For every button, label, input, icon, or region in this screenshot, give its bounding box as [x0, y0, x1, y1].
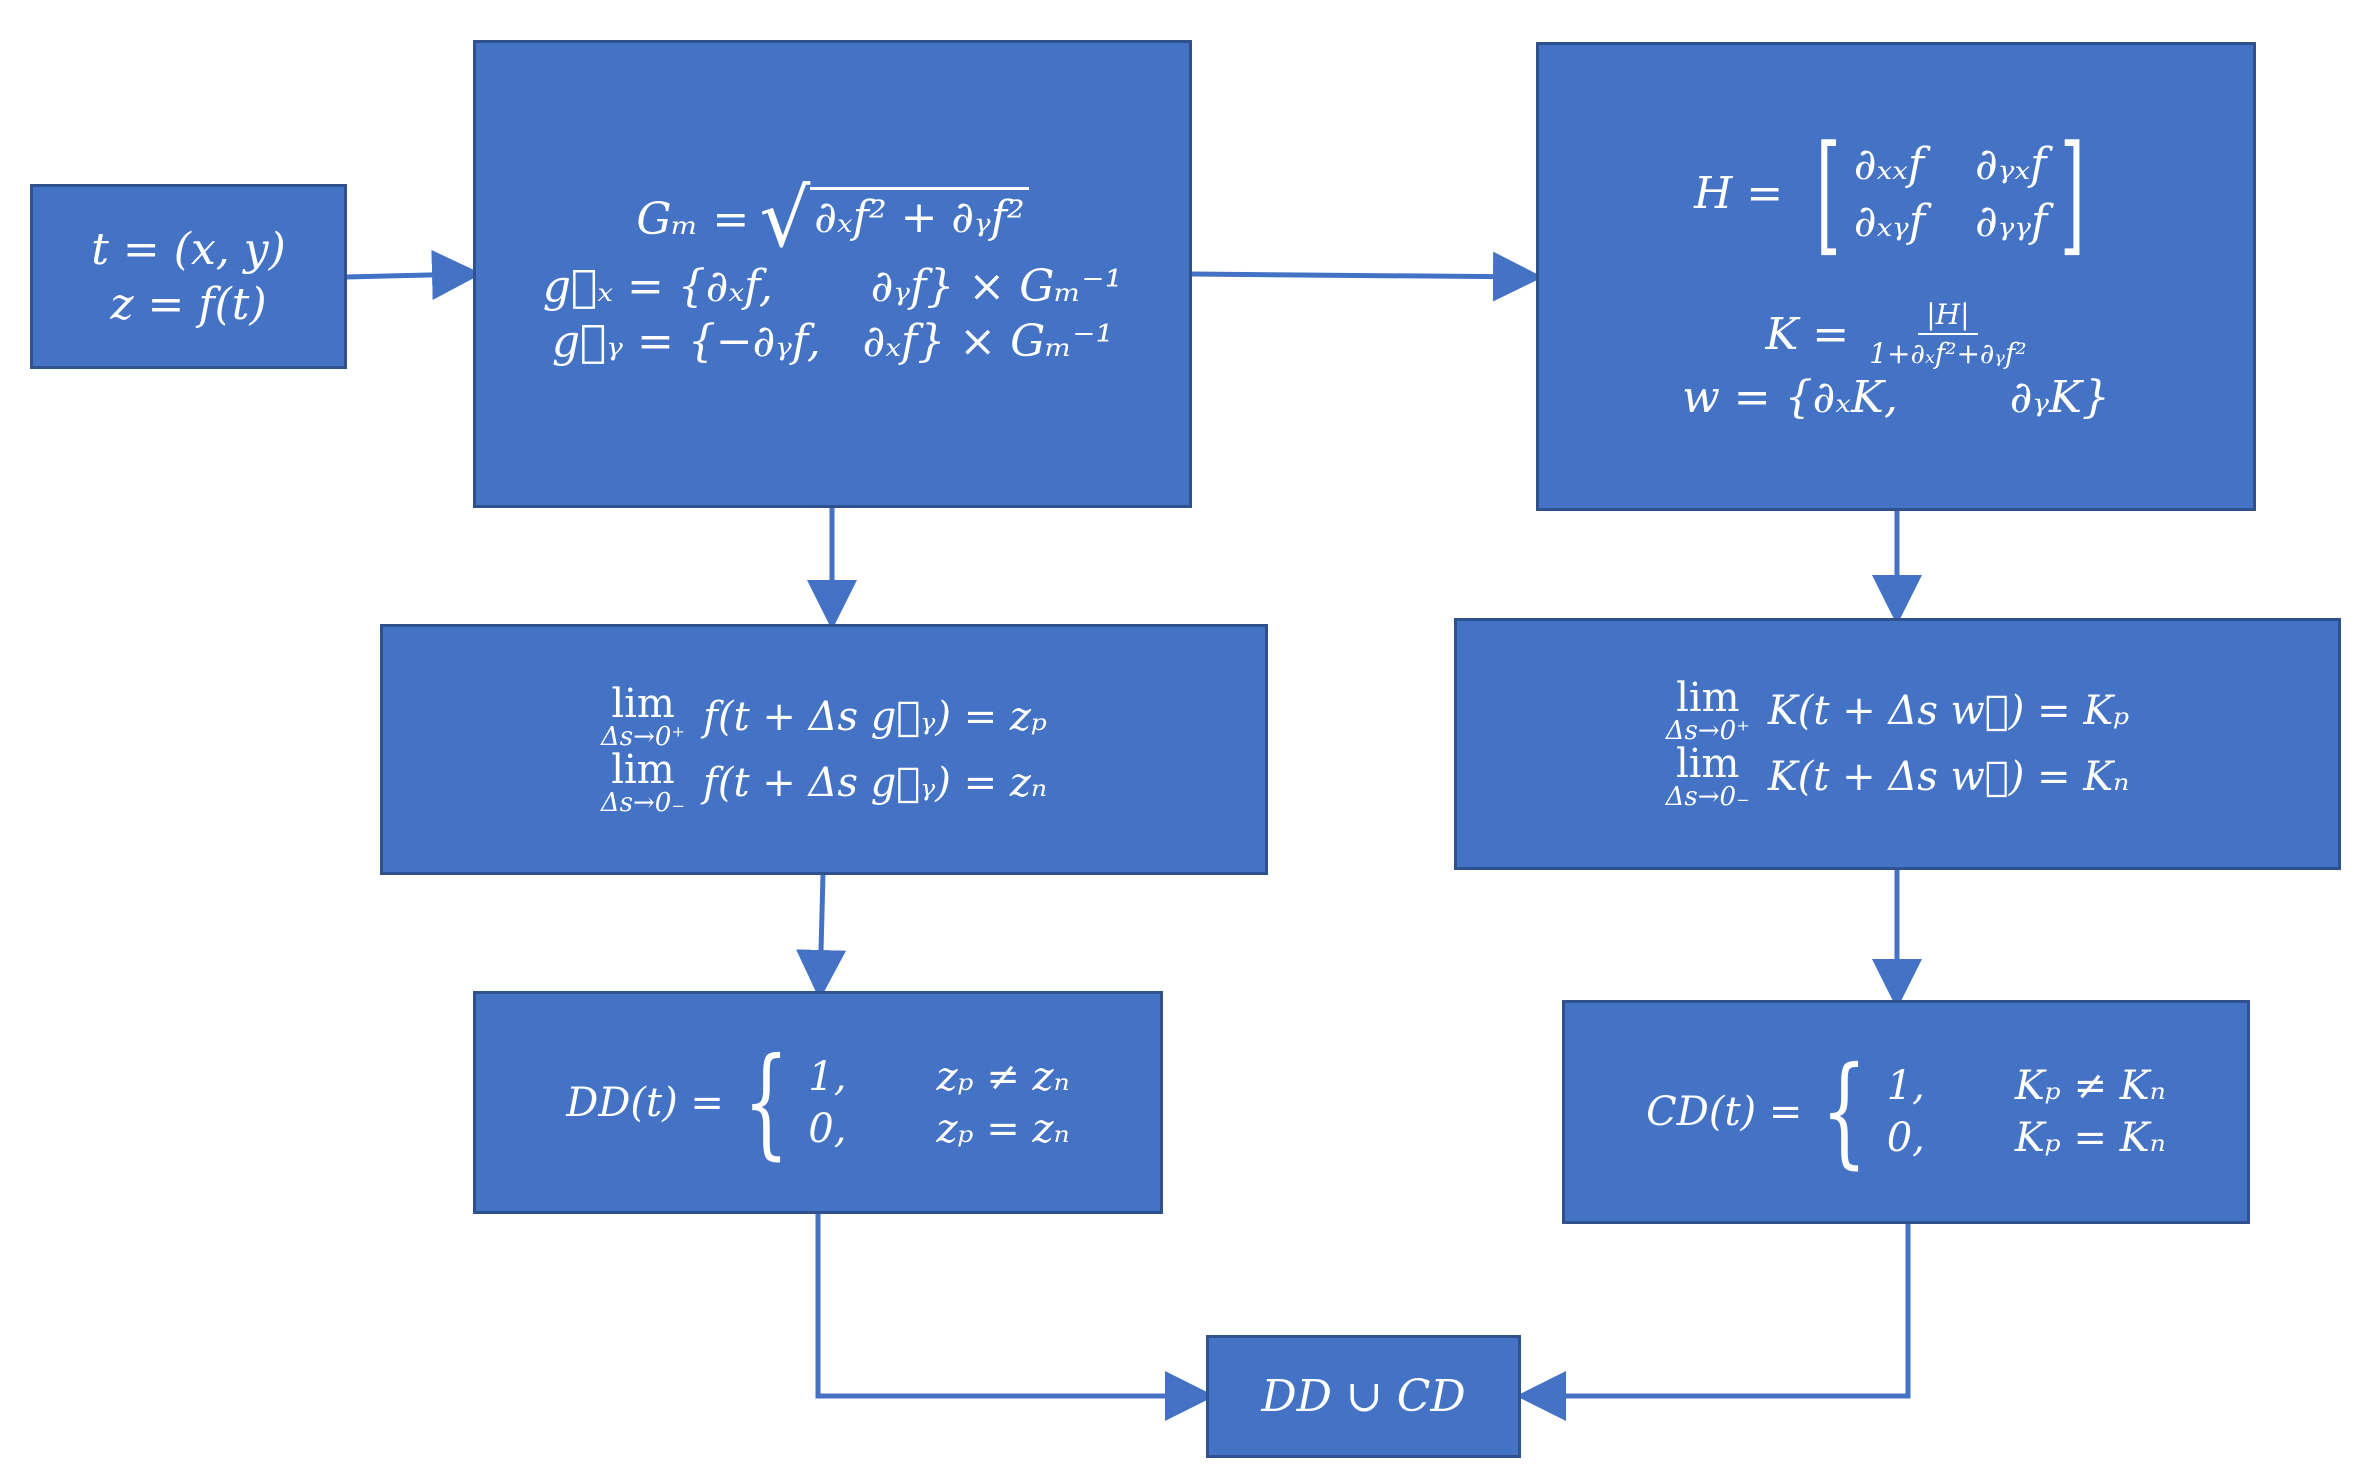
dd-brace: {: [743, 1032, 789, 1172]
limit-z-neg-row: lim Δs→0₋ f(t + Δs g⃗ᵧ) = zₙ: [601, 750, 1047, 816]
limit-z-pos-operator: lim Δs→0⁺: [600, 680, 686, 752]
curvature-lhs: K =: [1765, 308, 1850, 360]
cd-brace: {: [1821, 1042, 1868, 1181]
cd-case1-value: 1,: [1886, 1063, 1925, 1109]
gy-vector-def: g⃗ᵧ = {−∂ᵧf, ∂ₓf} × Gₘ⁻¹: [551, 316, 1114, 367]
hessian-cell-12: ∂ᵧₓf: [1975, 139, 2047, 190]
hessian-cell-11: ∂ₓₓf: [1853, 139, 1925, 190]
hessian-row: H = [ ∂ₓₓf ∂ᵧₓf ∂ₓᵧf ∂ᵧᵧf ]: [1694, 128, 2098, 258]
input-z-def: z = f(t): [110, 278, 267, 330]
limit-z-neg-expr: f(t + Δs g⃗ᵧ) = zₙ: [703, 759, 1048, 806]
sqrt-symbol: √ ∂ₓf² + ∂ᵧf²: [759, 179, 1029, 259]
curvature-denominator: 1+∂ₓf²+∂ᵧf²: [1869, 337, 2027, 370]
hessian-cell-22: ∂ᵧᵧf: [1975, 196, 2048, 247]
hessian-lhs: H =: [1693, 167, 1784, 219]
cd-case1-condition: Kₚ ≠ Kₙ: [2014, 1063, 2166, 1109]
limit-k-pos-operator: lim Δs→0⁺: [1665, 675, 1750, 746]
curvature-row: K = |H| 1+∂ₓf²+∂ᵧf²: [1765, 298, 2026, 370]
limit-z-pos-row: lim Δs→0⁺ f(t + Δs g⃗ᵧ) = zₚ: [601, 684, 1047, 750]
cd-case2-condition: Kₚ = Kₙ: [2014, 1115, 2166, 1161]
union-box: DD ∪ CD: [1206, 1335, 1521, 1458]
union-expr: DD ∪ CD: [1261, 1371, 1466, 1422]
limit-k-pos-row: lim Δs→0⁺ K(t + Δs w⃗) = Kₚ: [1666, 678, 2129, 744]
curvature-fraction: |H| 1+∂ₓf²+∂ᵧf²: [1869, 298, 2026, 370]
limit-z-neg-operator: lim Δs→0₋: [600, 746, 686, 818]
arrow-gradient-to-hessian: [1190, 251, 1543, 302]
cd-box: CD(t) = { 1, Kₚ ≠ Kₙ 0, Kₚ = Kₙ: [1562, 1000, 2250, 1224]
limit-k-neg-expr: K(t + Δs w⃗) = Kₙ: [1767, 754, 2130, 800]
dd-case1-value: 1,: [808, 1053, 847, 1100]
limit-k-neg-operator: lim Δs→0₋: [1665, 741, 1750, 812]
dd-lhs: DD(t) =: [566, 1079, 724, 1126]
dd-case1-condition: zₚ ≠ zₙ: [936, 1053, 1070, 1100]
gradient-magnitude-radicand: ∂ₓf² + ∂ᵧf²: [810, 187, 1029, 243]
input-t-def: t = (x, y): [91, 223, 286, 275]
input-box: t = (x, y) z = f(t): [30, 184, 347, 369]
hessian-matrix: [ ∂ₓₓf ∂ᵧₓf ∂ₓᵧf ∂ᵧᵧf ]: [1815, 117, 2086, 269]
limit-k-box: lim Δs→0⁺ K(t + Δs w⃗) = Kₚ lim Δs→0₋ K(…: [1454, 618, 2341, 870]
limit-k-pos-expr: K(t + Δs w⃗) = Kₚ: [1767, 688, 2130, 734]
cd-piecewise: CD(t) = { 1, Kₚ ≠ Kₙ 0, Kₚ = Kₙ: [1646, 1052, 2166, 1172]
curvature-numerator: |H|: [1918, 298, 1978, 335]
limit-z-pos-expr: f(t + Δs g⃗ᵧ) = zₚ: [703, 693, 1048, 740]
cd-case2-value: 0,: [1886, 1115, 1925, 1161]
limit-k-neg-row: lim Δs→0₋ K(t + Δs w⃗) = Kₙ: [1666, 744, 2130, 810]
arrow-dd-to-union: [815, 1213, 1215, 1421]
dd-box: DD(t) = { 1, zₚ ≠ zₙ 0, zₚ = zₙ: [473, 991, 1163, 1214]
dd-piecewise: DD(t) = { 1, zₚ ≠ zₙ 0, zₚ = zₙ: [566, 1032, 1070, 1172]
arrow-input-to-gradient: [345, 249, 482, 300]
gx-vector-def: g⃗ₓ = {∂ₓf, ∂ᵧf} × Gₘ⁻¹: [542, 261, 1123, 312]
dd-case2-value: 0,: [808, 1105, 847, 1152]
arrow-limitz-to-dd: [796, 873, 847, 1000]
w-vector-def: w = {∂ₓK, ∂ᵧK}: [1682, 372, 2110, 423]
gradient-magnitude-row: Gₘ = √ ∂ₓf² + ∂ᵧf²: [636, 179, 1029, 259]
cd-lhs: CD(t) =: [1646, 1089, 1803, 1135]
hessian-cell-21: ∂ₓᵧf: [1853, 196, 1926, 247]
gradient-box: Gₘ = √ ∂ₓf² + ∂ᵧf² g⃗ₓ = {∂ₓf, ∂ᵧf} × Gₘ…: [473, 40, 1192, 508]
gradient-magnitude-lhs: Gₘ =: [636, 193, 750, 245]
dd-case2-condition: zₚ = zₙ: [936, 1105, 1070, 1152]
hessian-box: H = [ ∂ₓₓf ∂ᵧₓf ∂ₓᵧf ∂ᵧᵧf ] K = |H| 1+∂ₓ…: [1536, 42, 2256, 511]
arrow-cd-to-union: [1516, 1223, 1911, 1421]
limit-z-box: lim Δs→0⁺ f(t + Δs g⃗ᵧ) = zₚ lim Δs→0₋ f…: [380, 624, 1268, 875]
